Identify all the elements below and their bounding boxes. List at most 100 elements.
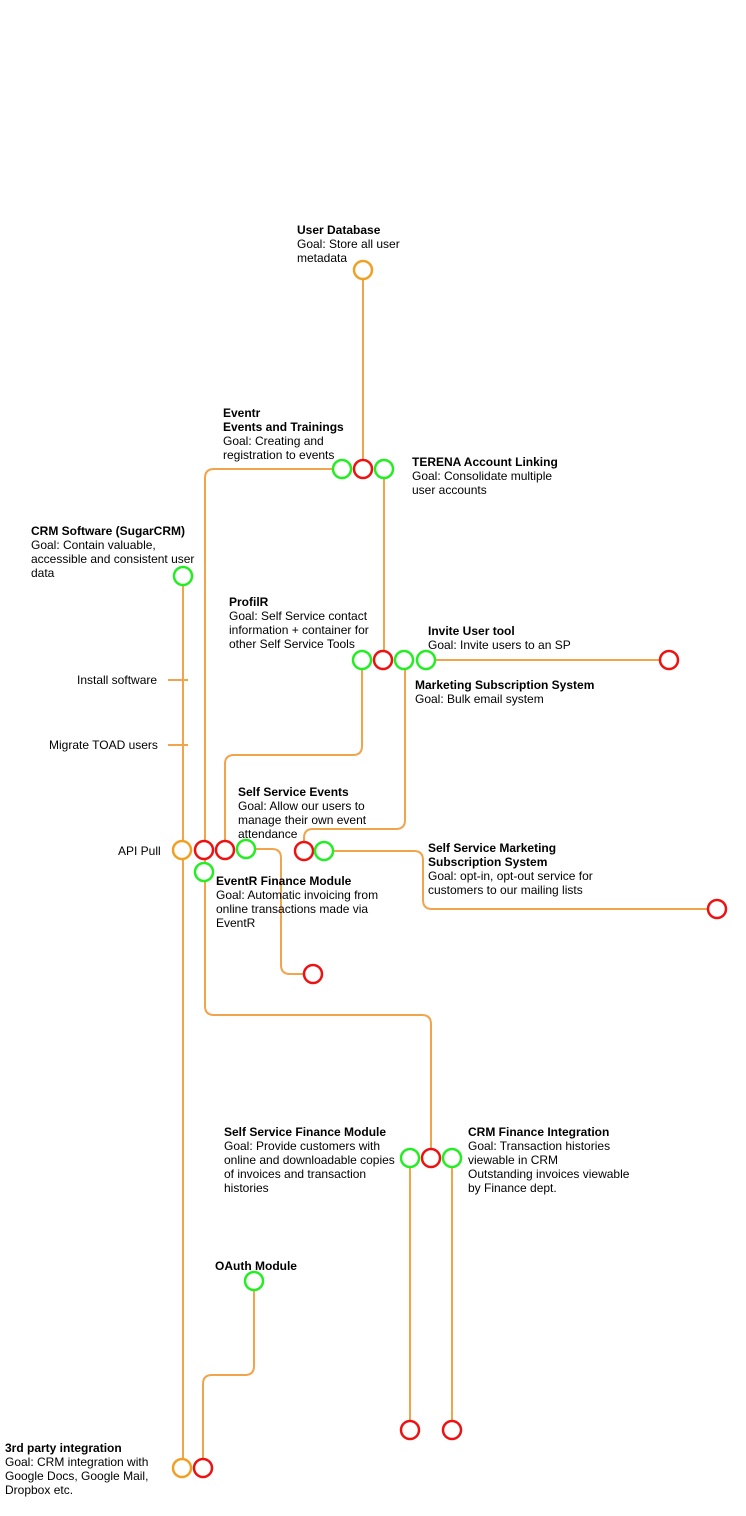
self-service-marketing-end-node	[706, 898, 728, 920]
third-party-node	[171, 1457, 193, 1479]
label-line: manage their own event	[238, 813, 367, 827]
label-title: Self Service Events	[238, 785, 349, 799]
label-title: CRM Software (SugarCRM)	[31, 524, 186, 538]
side-label-api-pull: API Pull	[118, 844, 161, 858]
api-pull-node	[171, 839, 193, 861]
label-title: ProfilR	[229, 595, 269, 609]
label-line: Goal: CRM integration with	[5, 1455, 149, 1469]
eventr-finance-line	[204, 849, 432, 1158]
self-service-marketing-node	[313, 840, 335, 862]
label-line: by Finance dept.	[468, 1181, 557, 1195]
label-title: Self Service Marketing	[428, 841, 557, 855]
label-line: histories	[224, 1181, 269, 1195]
label-marketing-subscription: Marketing Subscription System Goal: Bulk…	[415, 678, 594, 706]
profilr-line	[224, 660, 363, 849]
label-title: Eventr	[223, 406, 261, 420]
profilr-node	[351, 649, 373, 671]
user-database-node	[352, 259, 374, 281]
label-self-service-events: Self Service Events Goal: Allow our user…	[238, 785, 366, 841]
user-db-end-node	[352, 458, 374, 480]
label-line: Goal: Bulk email system	[415, 692, 544, 706]
eventr-end-node	[193, 839, 215, 861]
label-eventr-finance: EventR Finance Module Goal: Automatic in…	[216, 874, 378, 930]
label-subtitle: Subscription System	[428, 855, 548, 869]
crm-finance-end-node	[441, 1419, 463, 1441]
self-service-events-node	[235, 838, 257, 860]
label-title: Marketing Subscription System	[415, 678, 595, 692]
label-line: Goal: Provide customers with	[224, 1139, 381, 1153]
label-line: Goal: Invite users to an SP	[428, 638, 571, 652]
label-title: 3rd party integration	[5, 1441, 122, 1455]
label-line: attendance	[238, 827, 298, 841]
label-line: Goal: Allow our users to	[238, 799, 365, 813]
profilr-end-node	[214, 839, 236, 861]
label-eventr: Eventr Events and Trainings Goal: Creati…	[223, 406, 344, 462]
label-line: Goal: Store all user	[297, 237, 400, 251]
label-line: Outstanding invoices viewable	[468, 1167, 630, 1181]
label-line: Goal: Contain valuable,	[31, 538, 156, 552]
label-line: viewable in CRM	[468, 1153, 559, 1167]
label-title: Self Service Finance Module	[224, 1125, 387, 1139]
marketing-subscription-node	[393, 649, 415, 671]
label-user-database: User Database Goal: Store all user metad…	[297, 223, 400, 265]
label-line: Goal: opt-in, opt-out service for	[428, 869, 593, 883]
label-line: online and downloadable copies	[224, 1153, 395, 1167]
label-third-party: 3rd party integration Goal: CRM integrat…	[5, 1441, 148, 1497]
marketing-end-node	[293, 840, 315, 862]
marketing-line	[303, 660, 406, 850]
terena-end-node	[372, 649, 394, 671]
label-line: other Self Service Tools	[229, 637, 355, 651]
oauth-end-node	[192, 1457, 214, 1479]
self-marketing-line	[324, 850, 717, 910]
label-profilr: ProfilR Goal: Self Service contact infor…	[229, 595, 369, 651]
oauth-node	[243, 1270, 265, 1292]
label-line: online transactions made via	[216, 902, 369, 916]
side-label-install-software: Install software	[77, 673, 158, 687]
label-line: Goal: Creating and	[223, 434, 324, 448]
oauth-line	[202, 1281, 255, 1468]
eventr-line	[204, 468, 342, 849]
label-title: CRM Finance Integration	[468, 1125, 610, 1139]
label-line: customers to our mailing lists	[428, 883, 583, 897]
label-title: Invite User tool	[428, 624, 515, 638]
invite-user-node	[415, 649, 437, 671]
self-service-finance-node	[399, 1147, 421, 1169]
crm-finance-node	[441, 1147, 463, 1169]
label-line: user accounts	[412, 483, 487, 497]
eventr-node	[331, 458, 353, 480]
label-line: information + container for	[229, 623, 369, 637]
label-line: metadata	[297, 251, 348, 265]
label-line: EventR	[216, 916, 256, 930]
label-line: registration to events	[223, 448, 335, 462]
self-events-line	[246, 848, 313, 975]
label-terena: TERENA Account Linking Goal: Consolidate…	[412, 455, 558, 497]
label-line: Goal: Self Service contact	[229, 609, 368, 623]
label-self-service-finance: Self Service Finance Module Goal: Provid…	[224, 1125, 395, 1195]
label-line: Google Docs, Google Mail,	[5, 1469, 149, 1483]
label-crm-finance: CRM Finance Integration Goal: Transactio…	[468, 1125, 629, 1195]
label-line: accessible and consistent user	[31, 552, 195, 566]
label-crm-software: CRM Software (SugarCRM) Goal: Contain va…	[31, 524, 194, 580]
invite-user-end-node	[658, 649, 680, 671]
label-line: Goal: Automatic invoicing from	[216, 888, 379, 902]
label-title: OAuth Module	[215, 1259, 297, 1273]
eventr-finance-end-node	[420, 1147, 442, 1169]
label-title: TERENA Account Linking	[412, 455, 558, 469]
label-subtitle: Events and Trainings	[223, 420, 344, 434]
crm-software-node	[172, 565, 194, 587]
side-label-migrate-toad: Migrate TOAD users	[49, 738, 158, 752]
label-invite-user: Invite User tool Goal: Invite users to a…	[428, 624, 571, 652]
label-title: EventR Finance Module	[216, 874, 352, 888]
label-title: User Database	[297, 223, 381, 237]
label-line: Goal: Transaction histories	[468, 1139, 611, 1153]
label-oauth: OAuth Module	[215, 1259, 297, 1273]
label-line: of invoices and transaction	[224, 1167, 367, 1181]
terena-node	[373, 458, 395, 480]
self-service-events-end-node	[302, 963, 324, 985]
label-line: data	[31, 566, 55, 580]
label-line: Dropbox etc.	[5, 1483, 74, 1497]
self-service-finance-end-node	[399, 1419, 421, 1441]
label-self-service-marketing: Self Service Marketing Subscription Syst…	[428, 841, 593, 897]
